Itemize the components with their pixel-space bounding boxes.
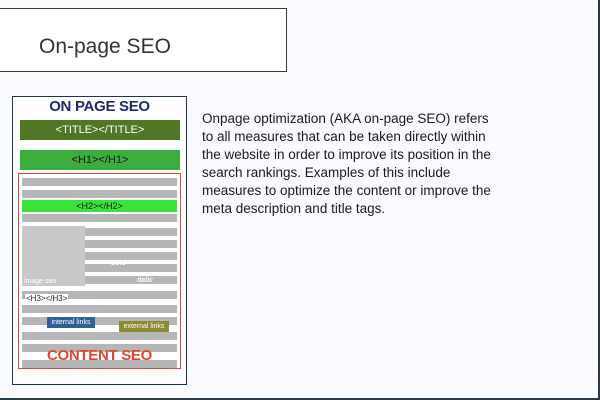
image-seo-label: image seo (24, 278, 57, 285)
infographic-heading: ON PAGE SEO (49, 98, 150, 115)
description-text: Onpage optimization (AKA on-page SEO) re… (202, 111, 491, 216)
text-line (22, 214, 177, 222)
text-line (22, 276, 177, 284)
text-line (22, 178, 177, 186)
title-box: On-page SEO (0, 8, 287, 72)
h2-tag-bar: <H2></H2> (22, 200, 177, 212)
bold-label: bold (111, 260, 126, 267)
h3-tag-label: <H3></H3> (25, 294, 69, 303)
text-line (22, 228, 177, 236)
content-seo-label: CONTENT SEO (46, 347, 153, 364)
title-tag-bar: <TITLE></TITLE> (20, 120, 180, 140)
text-line (22, 291, 177, 299)
text-line (22, 317, 177, 325)
slide-title: On-page SEO (39, 35, 171, 58)
italic-label: italic (137, 277, 153, 284)
on-page-seo-infographic: ON PAGE SEO <TITLE></TITLE> <H1></H1> <H… (12, 96, 187, 385)
slide-bottom-border (0, 398, 600, 400)
content-seo-box: <H2></H2> image seo bold italic <H3></H3… (18, 173, 181, 369)
text-line (22, 190, 177, 198)
text-line (22, 360, 177, 368)
image-placeholder (22, 226, 85, 286)
text-line (22, 252, 177, 260)
text-line (22, 264, 177, 272)
h1-tag-bar: <H1></H1> (20, 150, 180, 170)
text-line (22, 305, 177, 313)
text-line (22, 332, 177, 340)
slide-right-border (598, 0, 600, 400)
text-line (22, 240, 177, 248)
external-links-badge: external links (119, 321, 169, 332)
internal-links-badge: internal links (47, 317, 95, 328)
text-line (22, 344, 177, 352)
